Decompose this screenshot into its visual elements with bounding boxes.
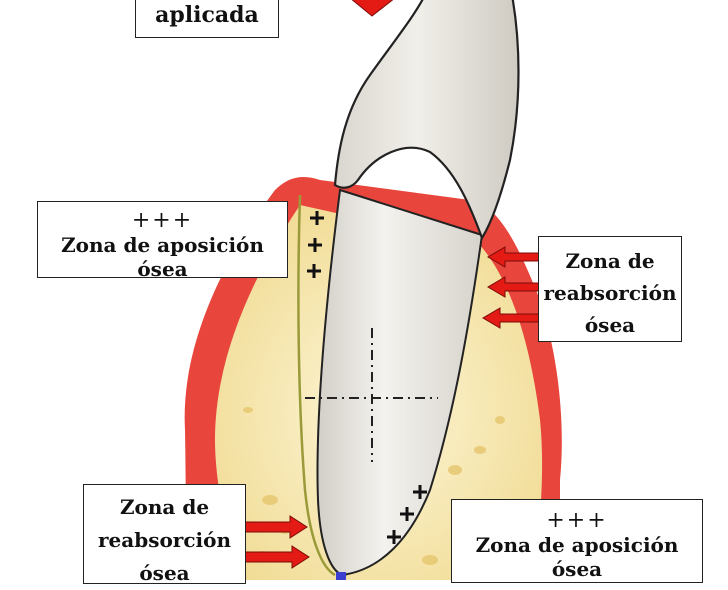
label-resorption-right: Zona de reabsorción ósea — [538, 236, 682, 342]
periodontal-ligament — [297, 194, 336, 577]
apposition-symbols: +++ — [546, 508, 608, 533]
apposition-symbols: +++ — [131, 208, 194, 233]
resorption-line-3: ósea — [584, 313, 636, 337]
label-apposition-lower: +++ Zona de aposición ósea — [451, 499, 703, 583]
label-applied-force: aplicada — [135, 0, 279, 38]
label-applied-text: aplicada — [155, 2, 259, 28]
apex-mark — [336, 572, 346, 580]
force-arrow — [351, 0, 394, 17]
resorption-line-1: Zona de — [119, 495, 210, 519]
apposition-text: Zona de aposición ósea — [475, 533, 679, 581]
resorption-line-1: Zona de — [565, 249, 655, 273]
resorption-line-2: reabsorción — [98, 528, 231, 552]
tooth-crown — [333, 0, 520, 241]
plus-signs-lower — [387, 485, 427, 544]
resorption-line-2: reabsorción — [543, 281, 677, 305]
resorption-line-3: ósea — [139, 561, 190, 585]
label-resorption-left: Zona de reabsorción ósea — [83, 484, 246, 585]
apposition-text: Zona de aposición ósea — [61, 233, 264, 281]
plus-signs-upper — [307, 211, 324, 278]
label-apposition-upper: +++ Zona de aposición ósea — [37, 201, 288, 281]
